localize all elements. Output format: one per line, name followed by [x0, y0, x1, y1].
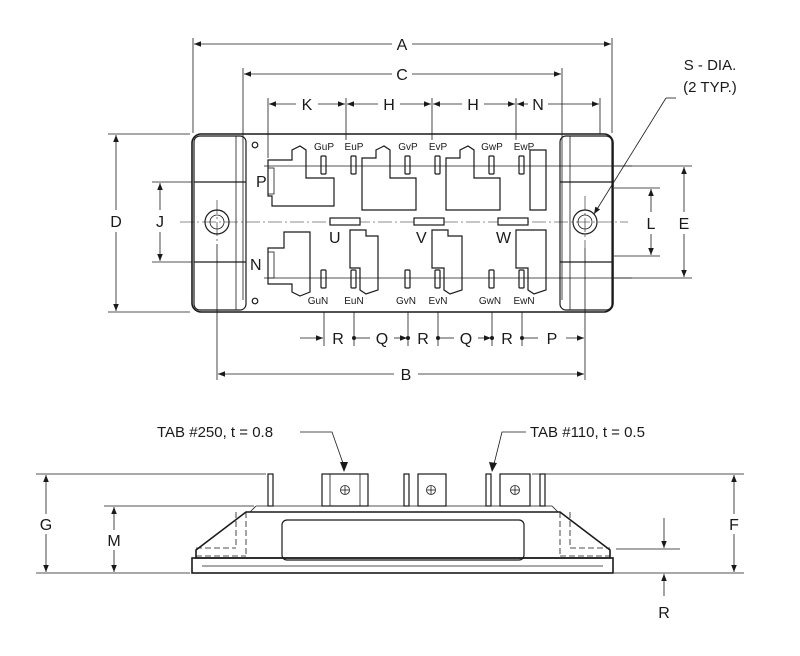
svg-text:H: H: [383, 97, 395, 114]
svg-text:Q: Q: [376, 331, 388, 348]
dim-a: A: [192, 37, 613, 133]
index-mark-top: [251, 141, 259, 149]
dim-b: B: [216, 244, 584, 384]
pin-label-gvn: GvN: [396, 296, 416, 307]
svg-text:S - DIA.: S - DIA.: [684, 57, 737, 74]
s-dia-callout: S - DIA. (2 TYP.): [593, 57, 737, 215]
pin-label-evp: EvP: [429, 142, 448, 153]
top-view: GuP EuP GvP EvP GwP EwP GuN EuN GvN EvN …: [108, 37, 737, 384]
tab250-callout: TAB #250, t = 0.8: [157, 424, 348, 472]
dim-d: D: [108, 133, 190, 313]
svg-text:H: H: [467, 97, 479, 114]
svg-text:TAB #110, t = 0.5: TAB #110, t = 0.5: [530, 424, 645, 441]
svg-text:L: L: [647, 216, 656, 233]
module-body-top: [191, 133, 614, 313]
svg-text:J: J: [156, 214, 164, 231]
side-housing: [195, 511, 611, 559]
svg-text:R: R: [417, 331, 429, 348]
terminal-label-n: N: [250, 257, 262, 274]
svg-text:N: N: [532, 97, 544, 114]
dim-r-q-r-q-r-p: R Q R Q R P: [300, 248, 586, 380]
svg-text:A: A: [397, 37, 408, 54]
svg-text:G: G: [40, 517, 52, 534]
pin-label-ewp: EwP: [514, 142, 535, 153]
right-mount-block: [559, 135, 613, 311]
dim-e: E: [614, 165, 692, 279]
phase-blocks-upper: [361, 145, 547, 211]
svg-text:R: R: [332, 331, 344, 348]
dim-l: L: [614, 187, 660, 257]
svg-text:(2 TYP.): (2 TYP.): [683, 79, 737, 96]
svg-text:R: R: [658, 605, 670, 622]
terminal-label-v: V: [416, 230, 427, 247]
svg-text:E: E: [679, 216, 690, 233]
terminal-p-outline: [267, 145, 335, 207]
terminal-label-w: W: [496, 230, 512, 247]
svg-text:P: P: [547, 331, 558, 348]
dim-g: G: [36, 473, 266, 574]
svg-text:F: F: [729, 517, 739, 534]
dim-j: J: [152, 181, 192, 263]
dim-c: C: [242, 67, 563, 300]
dim-r-side: R: [616, 518, 680, 622]
pin-label-gun: GuN: [308, 296, 329, 307]
dim-k-h-h-n: K H H N: [267, 97, 601, 158]
pin-label-gwn: GwN: [479, 296, 501, 307]
control-pins-top: [320, 155, 525, 175]
side-view: TAB #250, t = 0.8 TAB #110, t = 0.5 G M: [36, 424, 744, 622]
svg-text:K: K: [302, 97, 313, 114]
phase-blocks-lower: [349, 229, 547, 295]
pin-label-gvp: GvP: [398, 142, 418, 153]
svg-text:D: D: [110, 214, 122, 231]
svg-text:Q: Q: [460, 331, 472, 348]
terminal-label-p: P: [256, 174, 267, 191]
pin-label-evn: EvN: [429, 296, 448, 307]
svg-text:B: B: [401, 367, 412, 384]
pin-label-gup: GuP: [314, 142, 334, 153]
pin-label-ewn: EwN: [513, 296, 534, 307]
dim-f: F: [532, 473, 744, 574]
svg-text:R: R: [501, 331, 513, 348]
terminal-n-outline: [267, 231, 311, 297]
pin-label-gwp: GwP: [481, 142, 503, 153]
pin-label-eup: EuP: [345, 142, 364, 153]
side-terminal-posts: [267, 473, 546, 507]
side-tab-screws: [340, 485, 520, 495]
left-mount-block: [193, 135, 247, 311]
dim-m: M: [104, 505, 254, 572]
svg-text:M: M: [107, 533, 120, 550]
svg-text:C: C: [396, 67, 408, 84]
side-label-window: [281, 519, 525, 561]
control-pins-bottom: [320, 269, 525, 289]
pin-label-eun: EuN: [344, 296, 363, 307]
tab110-callout: TAB #110, t = 0.5: [489, 424, 645, 472]
output-tabs: [329, 217, 529, 226]
terminal-label-u: U: [329, 230, 341, 247]
side-hidden-edges: [196, 512, 610, 557]
index-mark-bottom: [251, 297, 259, 305]
svg-text:TAB #250, t = 0.8: TAB #250, t = 0.8: [157, 424, 273, 441]
